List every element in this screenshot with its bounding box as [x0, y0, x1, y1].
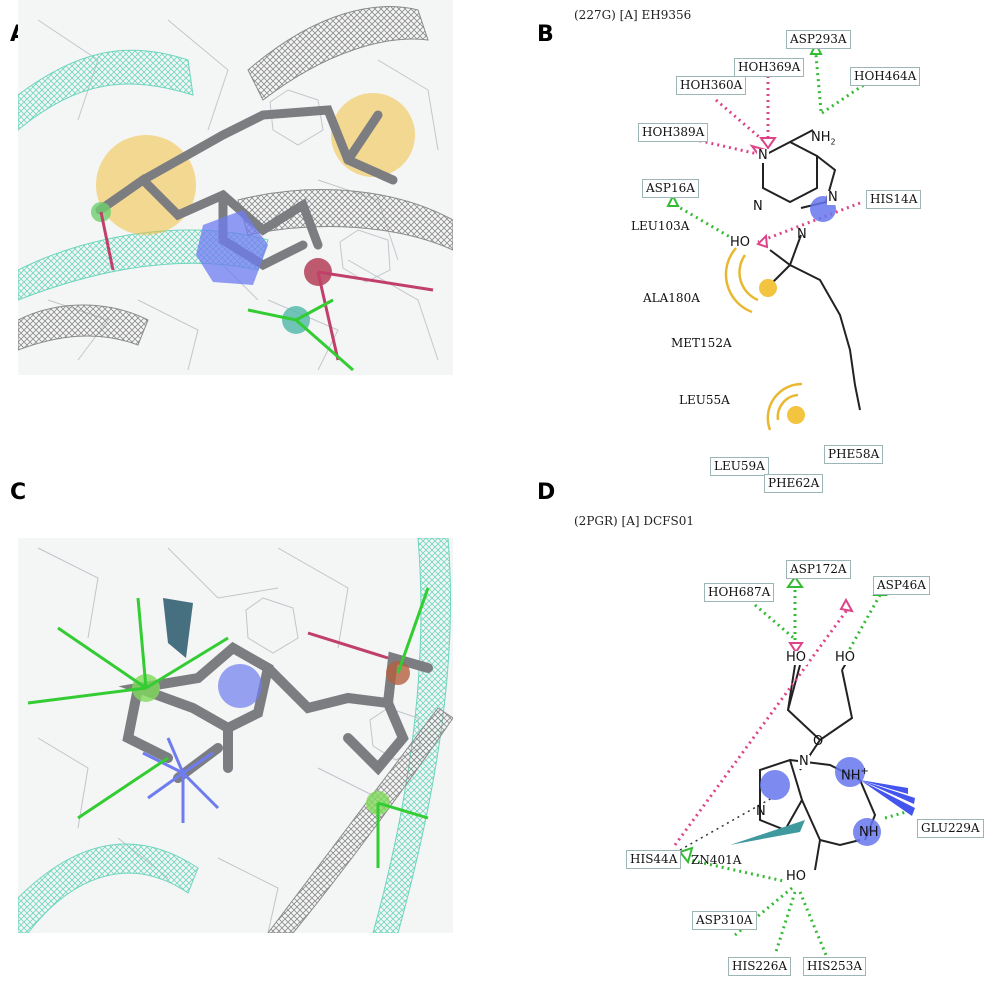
- atom-nh-plus-d: NH+: [841, 766, 869, 784]
- arrowhead-hoh369a: [759, 137, 777, 150]
- arrowhead-his44a-2: [678, 846, 694, 865]
- residue-leu103a: LEU103A: [631, 219, 690, 233]
- atom-ho2-d: HO: [834, 650, 857, 665]
- panel-c-3d-view: [18, 538, 453, 933]
- hydrophobic-dot-2: [787, 406, 805, 424]
- charged-marker-nh: [853, 818, 881, 846]
- panel-b-header: (227G) [A] EH9356: [574, 8, 692, 22]
- residue-leu59a: LEU59A: [710, 457, 769, 476]
- residue-hoh687a: HOH687A: [704, 583, 775, 602]
- acceptor-arrows-a: [247, 298, 354, 372]
- panel-d-header: (2PGR) [A] DCFS01: [574, 514, 694, 528]
- atom-n9-b: N: [797, 227, 807, 242]
- ribbon-cyan-bottom-c: [18, 843, 199, 933]
- residue-met152a: MET152A: [671, 336, 732, 350]
- residue-asp310a: ASP310A: [692, 911, 757, 930]
- aromatic-marker-d: [760, 770, 790, 800]
- atom-n-top-d: N: [798, 754, 810, 769]
- residue-hoh369a: HOH369A: [734, 58, 805, 77]
- atom-n7-b: N: [827, 190, 839, 205]
- atom-n3-b: N: [752, 199, 764, 214]
- hbond-his44a-long: [673, 609, 849, 846]
- arrowhead-his14a: [756, 233, 769, 249]
- panel-d-diagram: [673, 575, 915, 956]
- hbond-hoh360a: [715, 98, 766, 144]
- hydrophobic-cone-c: [163, 598, 193, 658]
- hbond-hoh464a: [821, 80, 869, 115]
- panel-a-3d-view: [18, 0, 453, 375]
- arrowhead-asp172a: [786, 575, 804, 588]
- hydrophobic-arcs-b: [724, 247, 803, 431]
- residue-his226a: HIS226A: [728, 957, 791, 976]
- residue-hoh464a: HOH464A: [850, 67, 921, 86]
- residue-his253a: HIS253A: [803, 957, 866, 976]
- residue-hoh360a: HOH360A: [676, 76, 747, 95]
- atom-ho-b: HO: [730, 235, 751, 250]
- ligand-bonds-b: [762, 129, 861, 411]
- panel-label-c: C: [10, 480, 27, 505]
- hbond-his14a: [757, 201, 861, 244]
- ionic-burst-c: [142, 737, 220, 823]
- arrowhead-asp293a: [809, 41, 823, 55]
- arrowhead-hoh687a: [788, 642, 804, 654]
- hbond-hoh687a-green: [754, 603, 797, 642]
- hydrophobic-sphere-2: [331, 93, 415, 177]
- residue-hoh389a: HOH389A: [638, 123, 709, 142]
- residue-glu229a: GLU229A: [917, 819, 984, 838]
- ribbon-cyan-top: [18, 49, 194, 131]
- atom-n1-b: N: [757, 148, 769, 163]
- metal-contact-zn401a: [730, 820, 805, 845]
- residue-phe58a: PHE58A: [824, 445, 884, 464]
- ribbon-gray-bottom: [18, 304, 149, 351]
- atom-nh-d: NH: [859, 825, 879, 840]
- residue-his14a: HIS14A: [866, 190, 922, 209]
- panel-label-b: B: [537, 22, 554, 47]
- atom-nh2-b: NH2: [811, 130, 836, 147]
- ionic-fan-glu229a: [860, 780, 915, 816]
- arrowhead-his44a: [839, 597, 854, 613]
- atom-o-ring-d: O: [813, 734, 824, 749]
- atom-n-bot-d: N: [756, 804, 766, 819]
- atom-ho3-d: HO: [785, 869, 808, 884]
- hbond-his226a: [773, 891, 797, 956]
- ribbon-cyan-right: [372, 538, 452, 933]
- hbond-asp46a: [846, 594, 882, 653]
- donor-arrow-c: [307, 631, 389, 660]
- atom-ho1-d: HO: [785, 650, 808, 665]
- aromatic-ring-marker: [196, 210, 268, 285]
- ribbon-gray-top: [247, 6, 429, 101]
- residue-zn401a: ZN401A: [691, 853, 742, 867]
- panel-label-d: D: [537, 480, 556, 505]
- residue-ala180a: ALA180A: [643, 291, 700, 305]
- residue-phe62a: PHE62A: [764, 474, 824, 493]
- acceptor-arrows-c: [27, 587, 430, 868]
- charged-marker-nh-plus: [835, 757, 865, 787]
- residue-leu55a: LEU55A: [679, 393, 730, 407]
- hbond-his253a: [798, 891, 828, 956]
- hbond-asp293a: [814, 54, 823, 112]
- donor-arrows-a: [99, 211, 434, 361]
- panel-b-diagram: [666, 41, 875, 431]
- residue-asp16a: ASP16A: [642, 179, 699, 198]
- wireframe-background-c: [37, 547, 421, 933]
- residue-his44a: HIS44A: [626, 850, 682, 869]
- residue-asp172a: ASP172A: [786, 560, 851, 579]
- hydrophobic-dot-1: [759, 279, 777, 297]
- arrowhead-asp16a: [666, 193, 680, 207]
- residue-asp293a: ASP293A: [786, 30, 851, 49]
- residue-asp46a: ASP46A: [873, 576, 930, 595]
- ribbon-gray-c: [267, 707, 453, 933]
- aromatic-ring-c: [218, 664, 262, 708]
